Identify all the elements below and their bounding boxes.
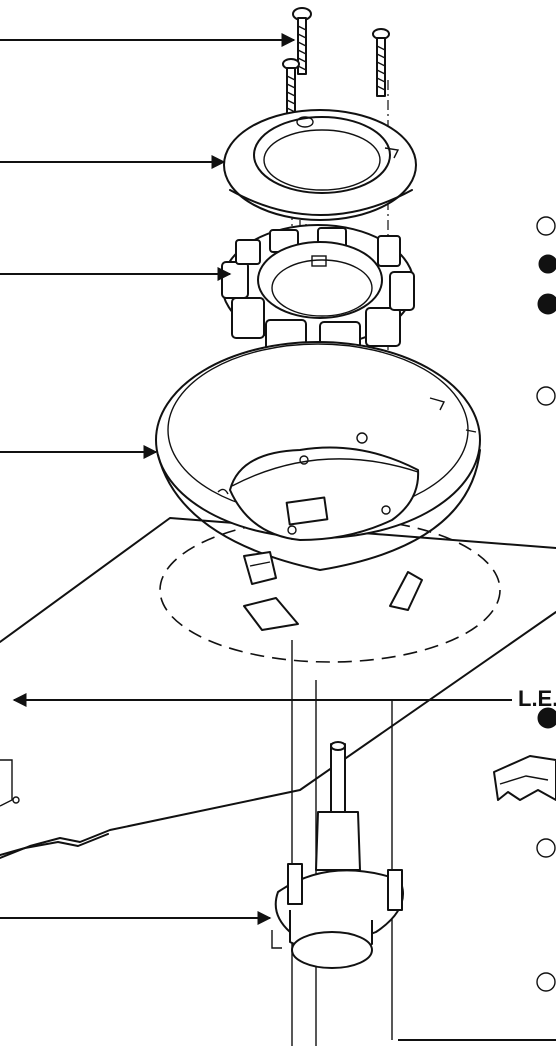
led-label: L.E.D	[518, 686, 556, 711]
housing-bowl	[155, 341, 481, 585]
sensor-windows	[243, 571, 423, 631]
reference-markers	[536, 216, 556, 992]
screw-1	[292, 7, 312, 75]
clip-part-right	[493, 755, 556, 801]
base-outline-dashed	[159, 517, 501, 663]
flange-ring	[223, 109, 417, 221]
circuit-board	[0, 517, 556, 859]
spindle-hub	[271, 741, 404, 969]
leader-lines	[0, 33, 556, 1041]
screw-2	[372, 28, 390, 97]
